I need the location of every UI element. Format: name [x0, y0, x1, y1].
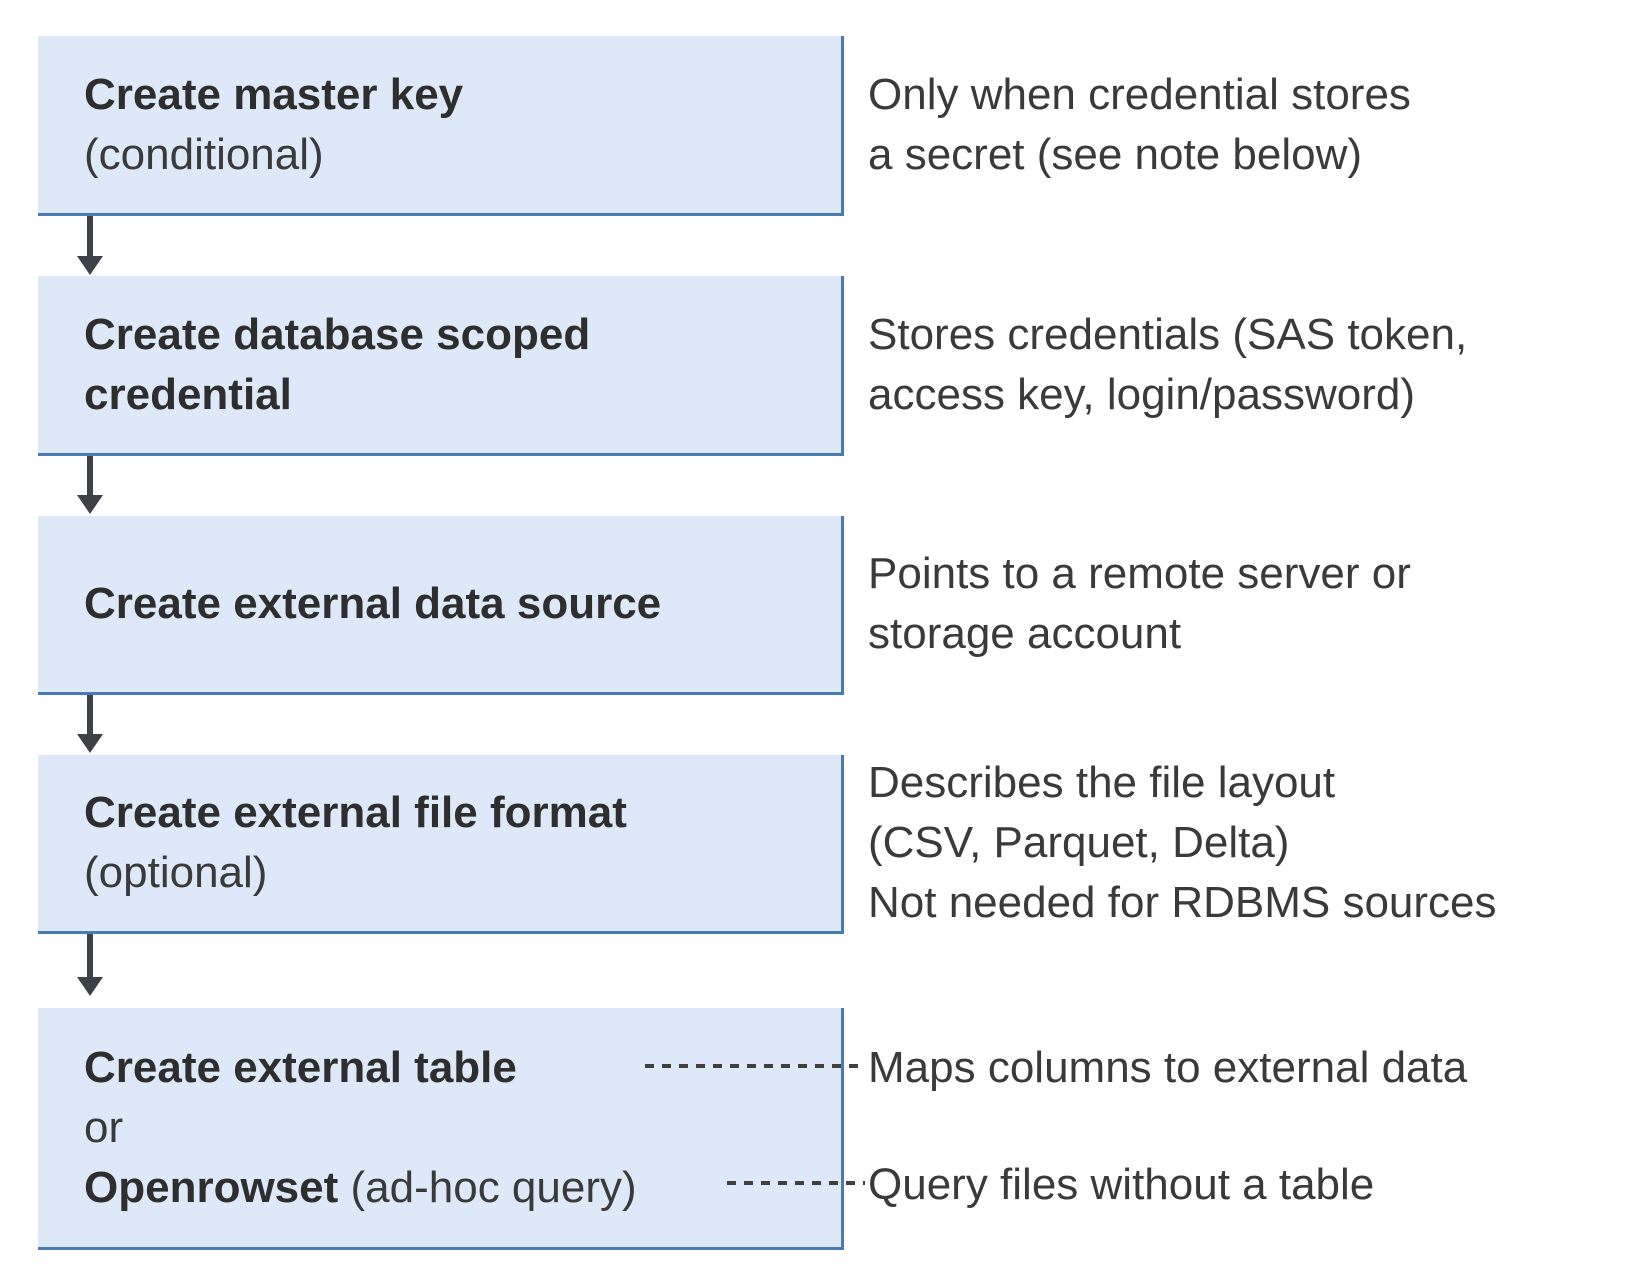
arrow-shaft [87, 456, 93, 497]
note-openrowset: Query files without a table [868, 1155, 1374, 1215]
note-line: Points to a remote server or [868, 549, 1411, 598]
arrow-head-icon [77, 256, 103, 275]
flow-arrow-4 [77, 934, 103, 996]
adhoc-query-label: (ad-hoc query) [338, 1162, 637, 1212]
arrow-head-icon [77, 734, 103, 753]
box-create-master-key: Create master key (conditional) [38, 36, 844, 216]
note-line: Only when credential stores [868, 70, 1411, 119]
note-external-table: Maps columns to external data [868, 1038, 1467, 1098]
box-create-external-file-format: Create external file format (optional) [38, 755, 844, 934]
arrow-head-icon [77, 495, 103, 514]
box-create-external-table-or-openrowset: Create external table or Openrowset (ad-… [38, 1008, 844, 1250]
note-data-source: Points to a remote server or storage acc… [868, 544, 1411, 664]
flow-arrow-1 [77, 216, 103, 275]
box-title: Create external data source [84, 579, 662, 628]
box-title: Create external table [84, 1042, 517, 1092]
note-line: storage account [868, 609, 1182, 658]
box-title: Create database scoped [84, 309, 591, 359]
note-line: Not needed for RDBMS sources [868, 878, 1497, 927]
dashed-connector-external-table [645, 1064, 863, 1068]
note-line: Stores credentials (SAS token, [868, 310, 1468, 359]
box-title-line2: credential [84, 369, 292, 419]
note-line: (CSV, Parquet, Delta) [868, 818, 1290, 867]
dashed-connector-openrowset [727, 1181, 865, 1185]
note-master-key: Only when credential stores a secret (se… [868, 65, 1411, 185]
box-create-external-data-source: Create external data source [38, 516, 844, 695]
box-subtitle: (optional) [84, 848, 268, 897]
arrow-shaft [87, 934, 93, 979]
note-file-format: Describes the file layout (CSV, Parquet,… [868, 753, 1497, 933]
box-title: Create master key [84, 69, 464, 119]
box-openrowset-line: Openrowset (ad-hoc query) [84, 1158, 841, 1218]
arrow-head-icon [77, 977, 103, 996]
box-create-database-scoped-credential: Create database scoped credential [38, 276, 844, 456]
note-scoped-credential: Stores credentials (SAS token, access ke… [868, 305, 1467, 425]
box-subtitle: (conditional) [84, 129, 324, 179]
box-or-label: or [84, 1102, 124, 1152]
flow-arrow-2 [77, 456, 103, 514]
note-line: Describes the file layout [868, 758, 1336, 807]
note-line: Query files without a table [868, 1160, 1375, 1209]
openrowset-label: Openrowset [84, 1162, 339, 1212]
note-line: access key, login/password) [868, 370, 1415, 419]
arrow-shaft [87, 216, 93, 258]
arrow-shaft [87, 695, 93, 736]
note-line: Maps columns to external data [868, 1043, 1468, 1092]
box-title: Create external file format [84, 788, 627, 837]
flow-arrow-3 [77, 695, 103, 753]
note-line: a secret (see note below) [868, 130, 1363, 179]
